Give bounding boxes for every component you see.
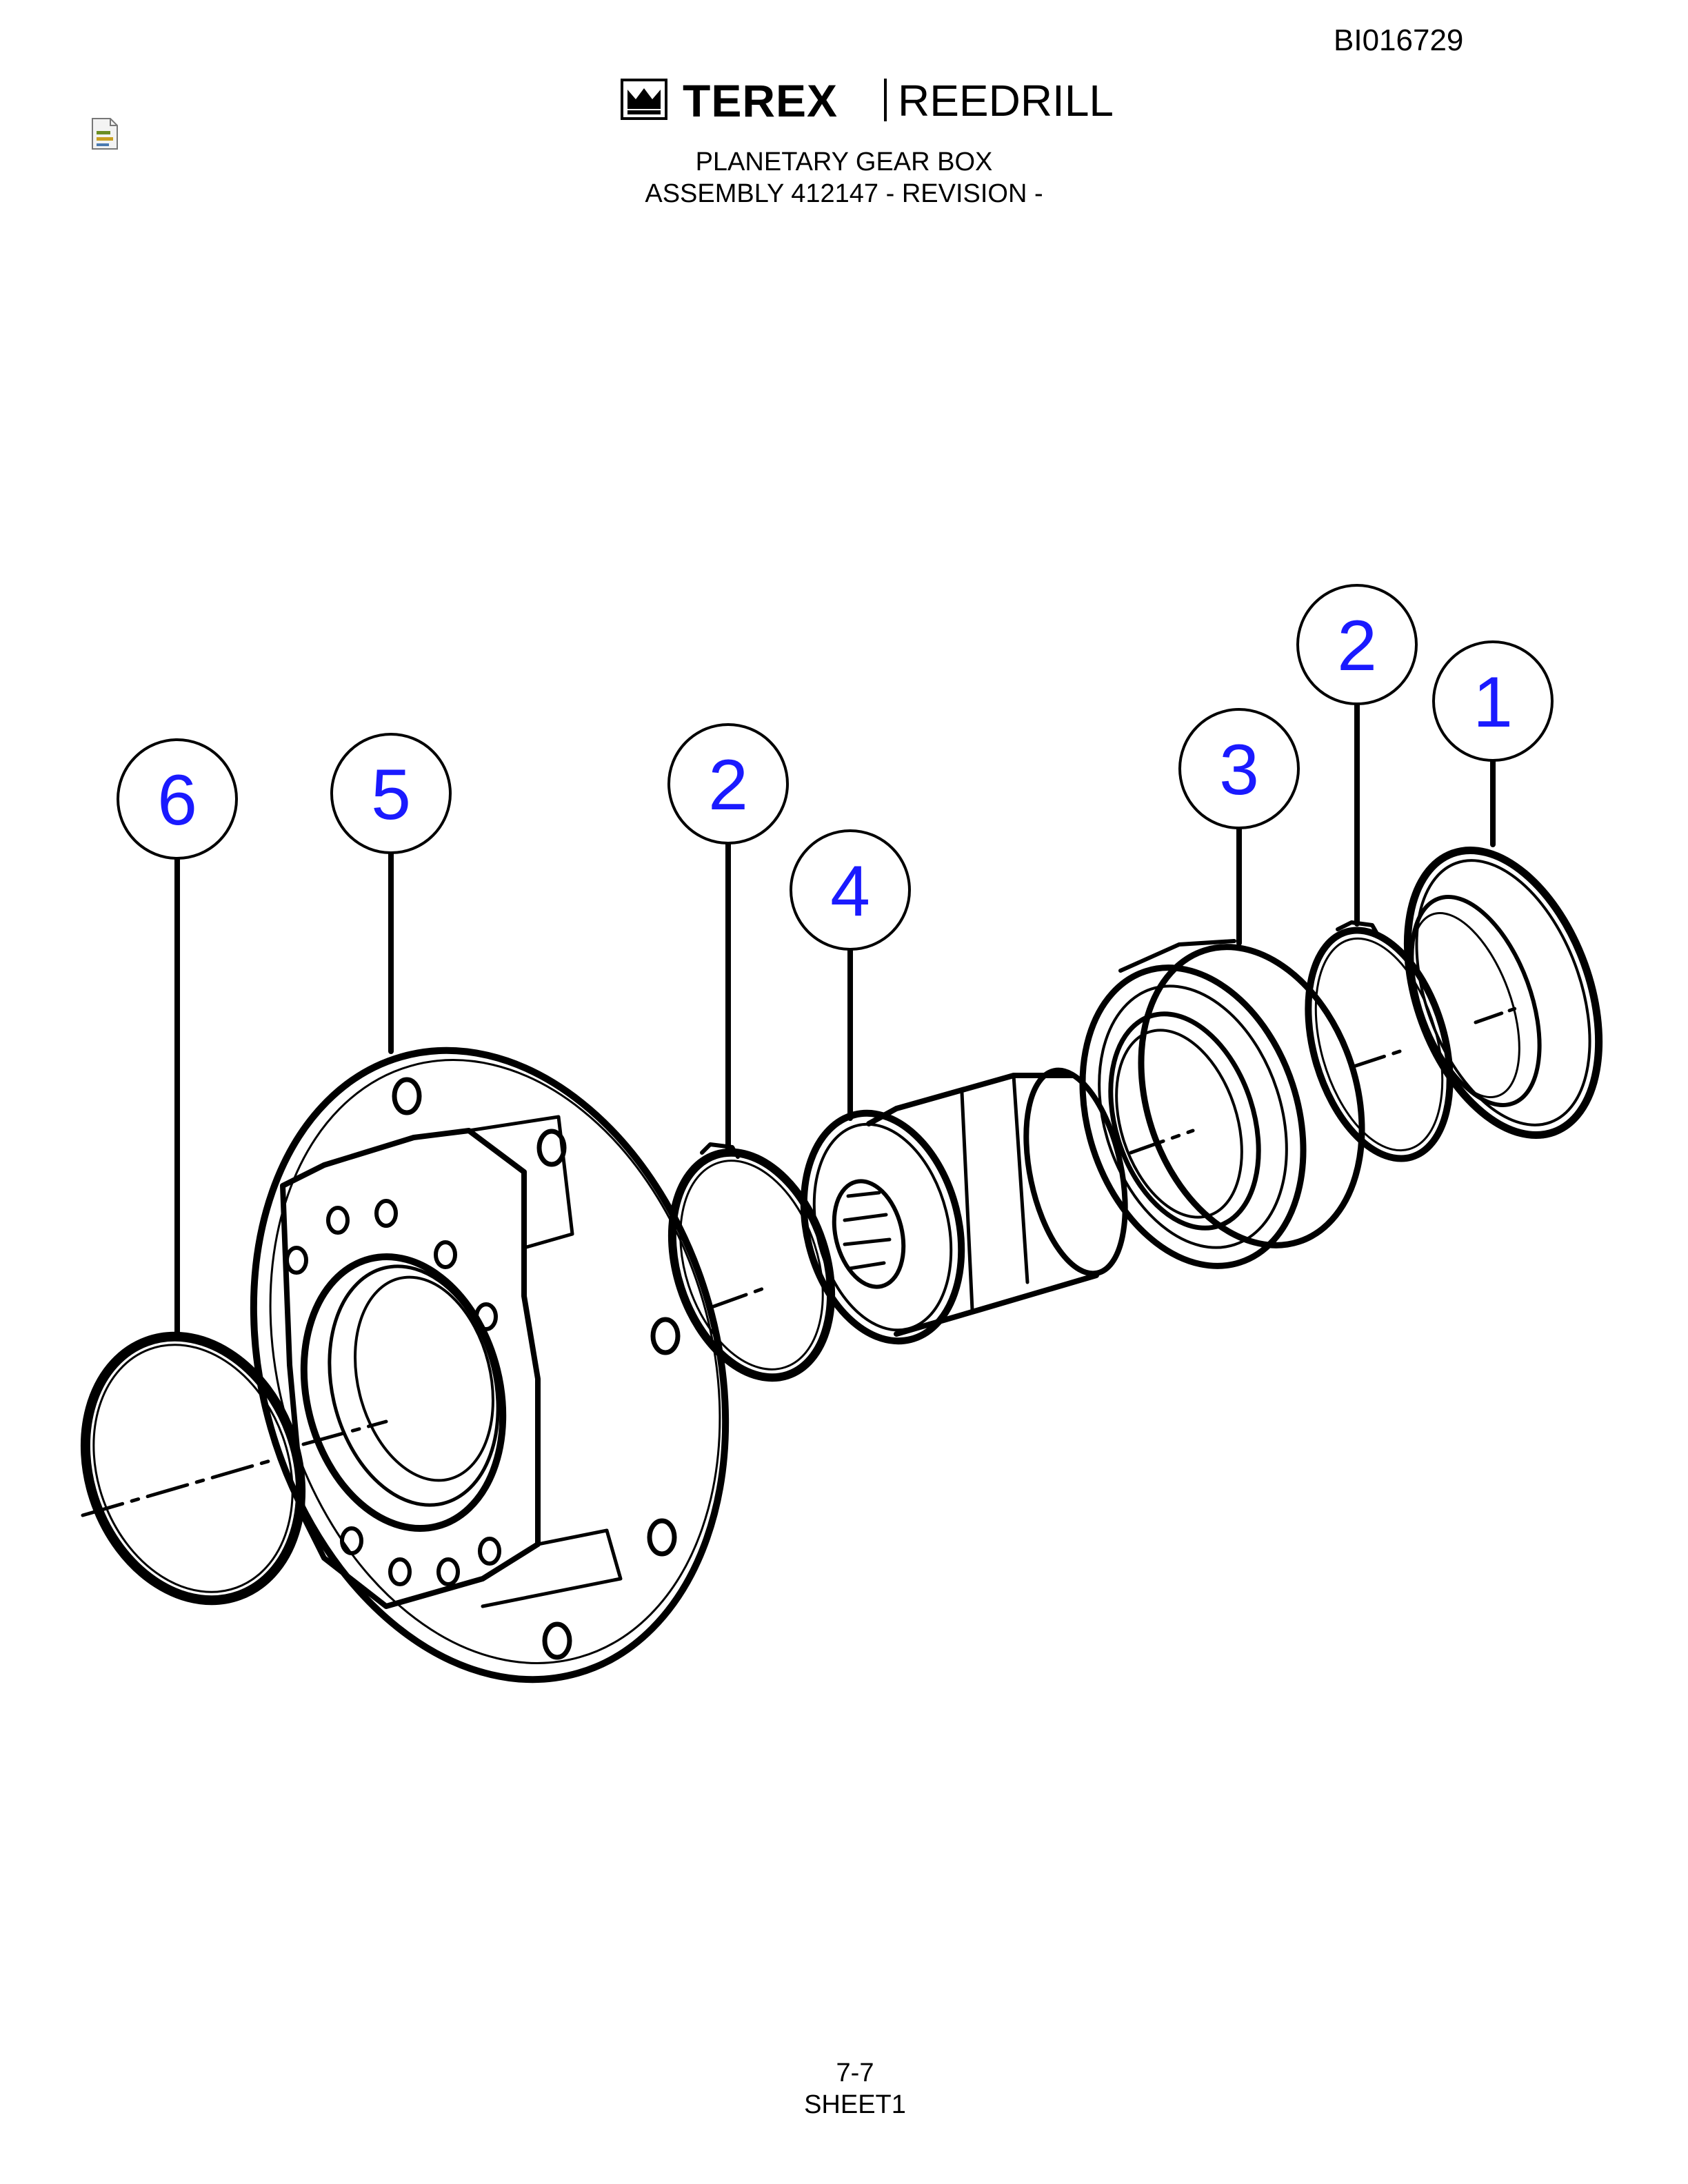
callout-balloon-5: 5 (330, 733, 452, 854)
document-id: BI016729 (1334, 23, 1464, 57)
title-line-2: ASSEMBLY 412147 - REVISION - (645, 179, 1043, 208)
title-line-1: PLANETARY GEAR BOX (695, 148, 993, 176)
part-1-seal (1403, 846, 1603, 1140)
part-6-o-ring (80, 1331, 306, 1606)
terex-reedrill-logo: TEREX REEDRILL (621, 76, 1131, 125)
part-2-snap-ring-right (1305, 920, 1454, 1162)
terex-crown-icon (621, 79, 667, 120)
callout-number: 6 (157, 760, 197, 840)
logo-division-text: REEDRILL (898, 76, 1114, 125)
callout-number: 5 (371, 755, 411, 835)
page-number: 7-7 (836, 2059, 874, 2087)
callout-number: 4 (830, 851, 870, 931)
sheet-label: SHEET1 (804, 2090, 906, 2119)
logo-brand-text: TEREX (683, 75, 838, 126)
callout-number: 2 (708, 745, 748, 825)
part-5-housing (250, 1046, 730, 1684)
document-file-icon[interactable] (90, 117, 120, 150)
callout-number: 2 (1337, 606, 1377, 686)
drawing-title: PLANETARY GEAR BOX ASSEMBLY 412147 - REV… (499, 146, 1189, 210)
callout-balloon-6: 6 (117, 738, 238, 860)
callout-balloon-3: 3 (1178, 708, 1300, 829)
part-2-snap-ring-left (667, 1142, 836, 1382)
callout-balloon-2a: 2 (667, 723, 789, 845)
logo-separator (884, 79, 887, 121)
part-4-gear-shaft (800, 1067, 1128, 1345)
callout-balloon-2b: 2 (1296, 584, 1418, 705)
callout-balloon-4: 4 (790, 829, 911, 951)
callout-leaders (174, 702, 1496, 1337)
callout-number: 1 (1473, 663, 1513, 742)
callout-number: 3 (1219, 730, 1259, 810)
page-footer: 7-7 SHEET1 (717, 2057, 993, 2121)
part-3-bearing (1079, 939, 1365, 1269)
callout-balloon-1: 1 (1432, 640, 1554, 762)
